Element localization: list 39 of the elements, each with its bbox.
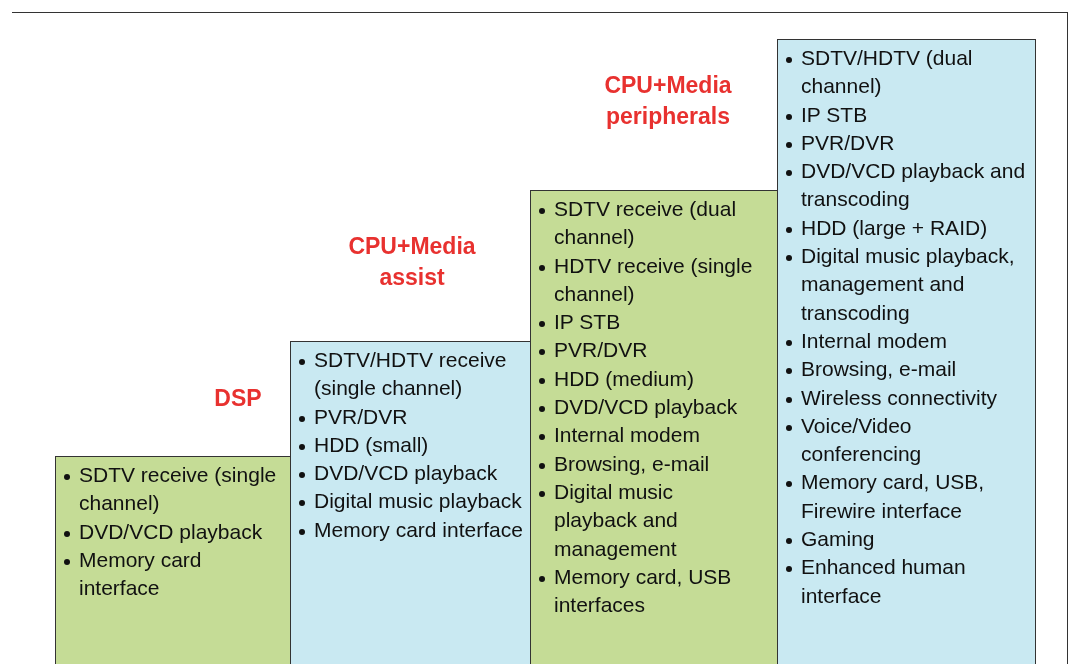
feature-panel: [290, 341, 531, 664]
feature-item: IP STB: [554, 309, 622, 336]
feature-item: Gaming: [801, 526, 876, 553]
feature-item: SDTV/HDTV (dual channel): [801, 45, 974, 100]
tier-heading: CPU+Media assist: [347, 232, 477, 292]
feature-item: HDD (medium): [554, 365, 695, 392]
tier-heading: DSP: [213, 384, 263, 413]
feature-item: HDTV receive (single channel): [554, 252, 754, 307]
feature-item: HDD (large + RAID): [801, 214, 989, 241]
feature-item: PVR/DVR: [801, 129, 896, 156]
feature-item: SDTV receive (single channel): [79, 462, 278, 517]
feature-item: SDTV receive (dual channel): [554, 196, 738, 251]
feature-item: DVD/VCD playback: [79, 518, 264, 545]
feature-item: DVD/VCD playback and transcoding: [801, 158, 1026, 213]
feature-item: PVR/DVR: [314, 403, 409, 430]
feature-item: Memory card, USB interfaces: [554, 563, 733, 619]
feature-item: Internal modem: [801, 327, 948, 354]
feature-panel: [55, 456, 291, 664]
feature-item: DVD/VCD playback: [554, 394, 739, 421]
feature-item: Digital music playback, management and transcoding: [801, 243, 1016, 326]
feature-item: Memory card interface: [79, 546, 203, 602]
feature-item: PVR/DVR: [554, 337, 649, 364]
feature-item: SDTV/HDTV receive (single channel): [314, 347, 508, 402]
feature-item: Wireless connectivity: [801, 384, 999, 411]
feature-item: Enhanced human interface: [801, 554, 967, 609]
feature-item: Digital music playback: [314, 488, 523, 515]
feature-item: Memory card interface: [314, 516, 524, 543]
feature-item: Digital music playback and management: [554, 478, 679, 562]
feature-item: Internal modem: [554, 422, 701, 449]
feature-item: Voice/Video conferencing: [801, 412, 923, 468]
feature-item: IP STB: [801, 101, 869, 128]
feature-item: HDD (small): [314, 431, 430, 458]
feature-panel: [777, 39, 1036, 664]
feature-item: Browsing, e-mail: [554, 450, 711, 477]
tier-heading: CPU+Media peripherals: [603, 71, 733, 131]
feature-item: DVD/VCD playback: [314, 460, 499, 487]
feature-item: Browsing, e-mail: [801, 356, 958, 383]
feature-item: Memory card, USB, Firewire interface: [801, 469, 986, 524]
feature-panel: [530, 190, 778, 664]
